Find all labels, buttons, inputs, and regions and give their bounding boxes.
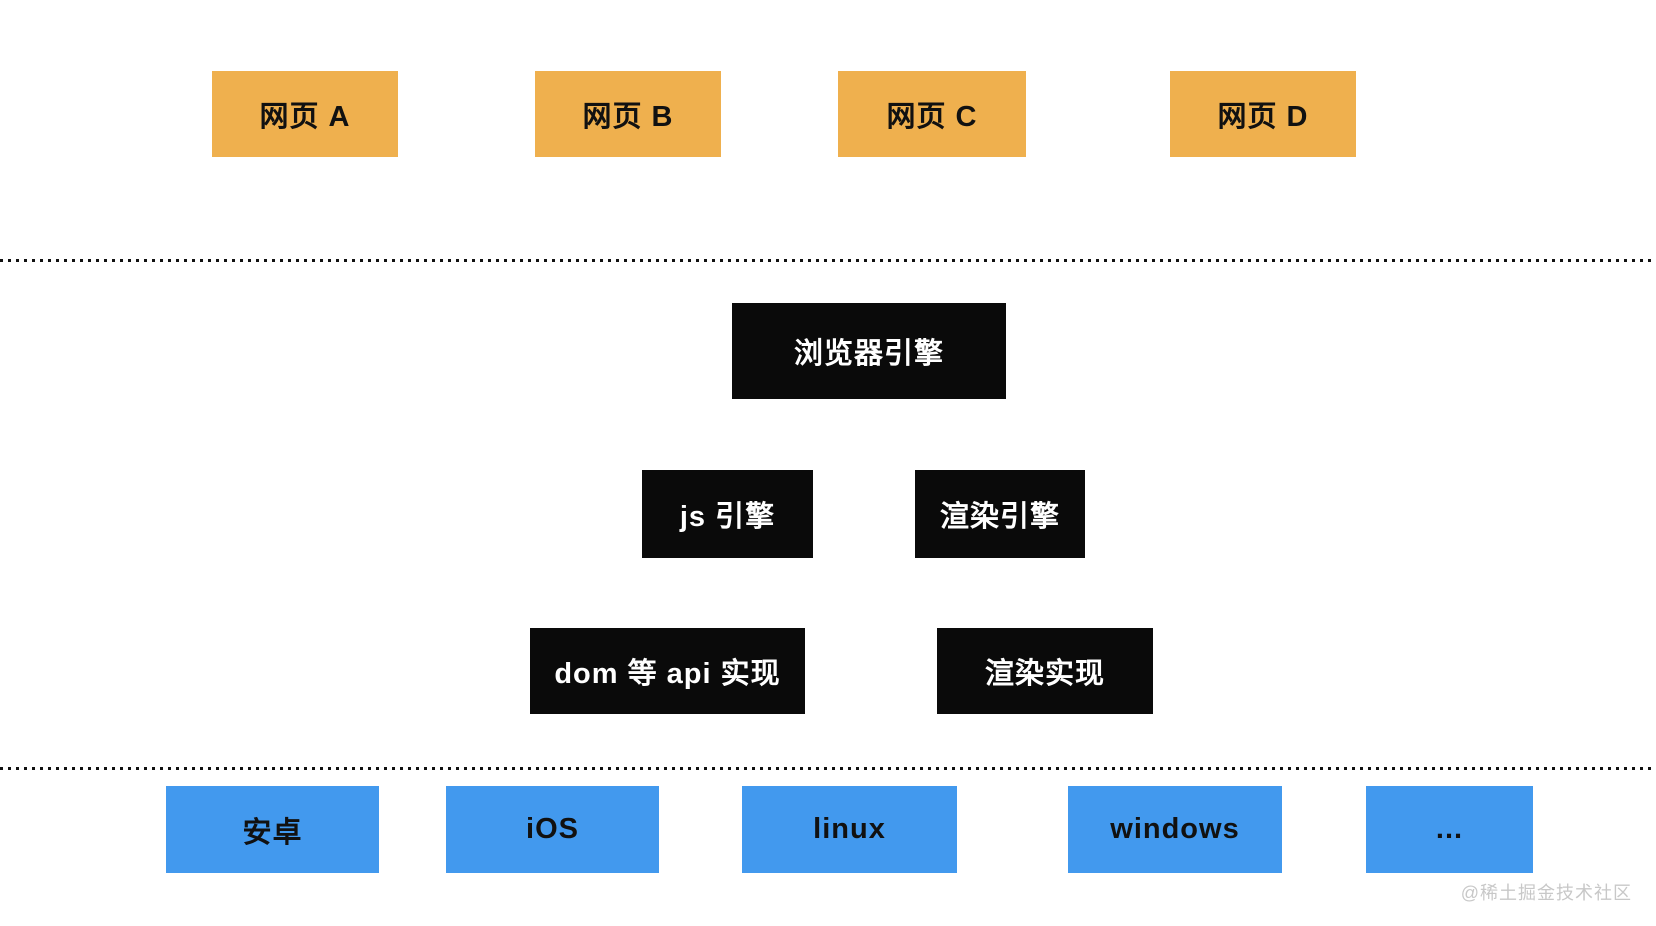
watermark: @稀土掘金技术社区 — [1460, 883, 1632, 903]
browser-engine-box: 浏览器引擎 — [732, 303, 1006, 399]
webpage-box-b: 网页 B — [535, 71, 721, 157]
os-box-ios: iOS — [446, 786, 659, 873]
render-engine-box: 渲染引擎 — [915, 470, 1085, 558]
webpage-box-c: 网页 C — [838, 71, 1026, 157]
dom-api-impl-box: dom 等 api 实现 — [530, 628, 805, 714]
os-box-android: 安卓 — [166, 786, 379, 873]
render-impl-box: 渲染实现 — [937, 628, 1153, 714]
os-box-windows: windows — [1068, 786, 1282, 873]
os-box-linux: linux — [742, 786, 957, 873]
webpage-box-d: 网页 D — [1170, 71, 1356, 157]
os-box-more: ... — [1366, 786, 1533, 873]
divider-bottom — [0, 767, 1656, 770]
webpage-box-a: 网页 A — [212, 71, 398, 157]
js-engine-box: js 引擎 — [642, 470, 813, 558]
divider-top — [0, 259, 1656, 262]
